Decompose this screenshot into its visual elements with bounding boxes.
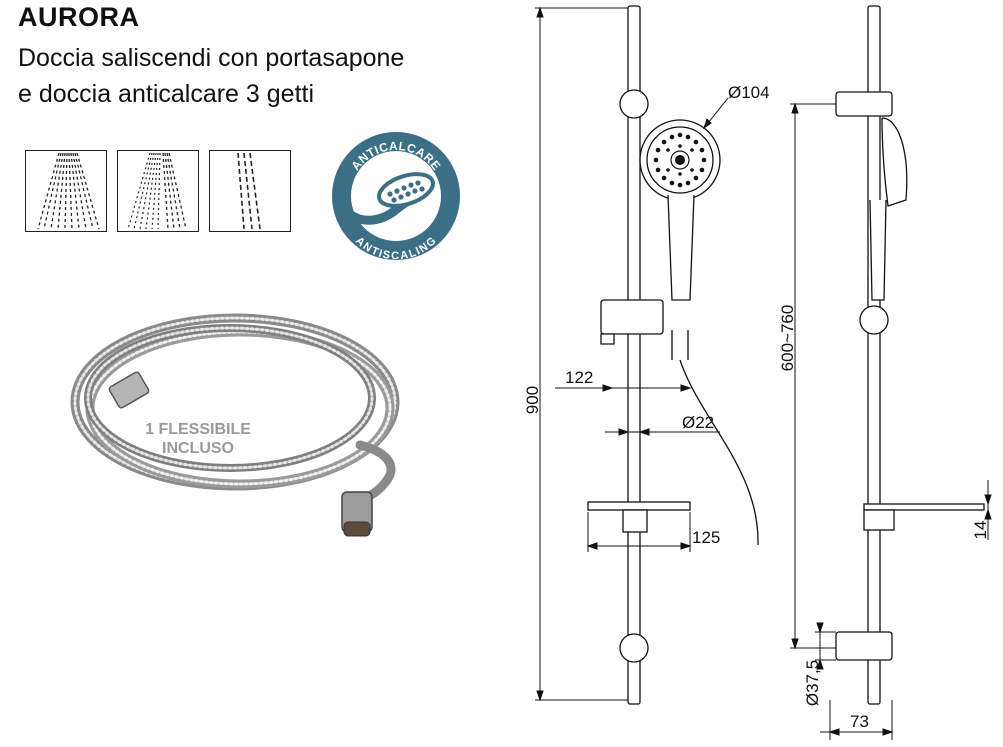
front-bottom-bracket: [619, 633, 649, 663]
dim-head-diameter: Ø104: [728, 83, 770, 102]
front-slider: [600, 299, 664, 335]
side-top-bracket: [835, 91, 893, 117]
description-line-2: e doccia anticalcare 3 getti: [18, 80, 315, 108]
hose-label-line-1: 1 FLESSIBILE: [145, 421, 251, 438]
dim-bar-diameter: Ø22: [682, 413, 714, 432]
front-soap-dish: [587, 501, 691, 511]
side-soap-dish: [863, 503, 985, 511]
anticalcare-badge: ANTICALCARE ANTISCALING: [332, 132, 460, 262]
mixed-pattern-icon: [117, 150, 199, 232]
dim-soap-dish-height: 14: [971, 521, 990, 540]
dim-adjust-range: 600~760: [778, 305, 797, 372]
side-hand-shower: [881, 117, 908, 207]
hose-label: 1 FLESSIBILE INCLUSO: [128, 420, 268, 458]
hose-end-fitting-bottom: [341, 491, 373, 537]
dim-bracket-diameter: Ø37,5: [803, 660, 822, 706]
dim-soap-dish-width: 125: [692, 528, 720, 547]
side-bottom-bracket: [835, 631, 893, 661]
rain-pattern-icon: [25, 150, 107, 232]
product-title: AURORA: [18, 2, 140, 32]
dim-slider-offset: 122: [565, 368, 593, 387]
jet-pattern-icon: [209, 150, 291, 232]
front-top-bracket: [619, 89, 649, 119]
dim-wall-distance: 73: [850, 712, 869, 731]
front-nozzles: [653, 132, 707, 188]
description-line-1: Doccia saliscendi con portasapone: [18, 44, 405, 72]
technical-drawing: Ø104 900 122 Ø22 125 600~760 14 Ø37,5 73: [523, 5, 992, 740]
hose-end-fitting-top: [108, 371, 150, 409]
front-handle: [667, 194, 695, 301]
side-slider: [859, 305, 889, 335]
shower-head-icon: [341, 172, 435, 225]
flexible-hose-icon: [70, 313, 400, 537]
product-description: Doccia saliscendi con portasapone e docc…: [18, 40, 404, 112]
hose-label-line-2: INCLUSO: [162, 440, 234, 457]
dim-bar-length: 900: [523, 386, 542, 414]
